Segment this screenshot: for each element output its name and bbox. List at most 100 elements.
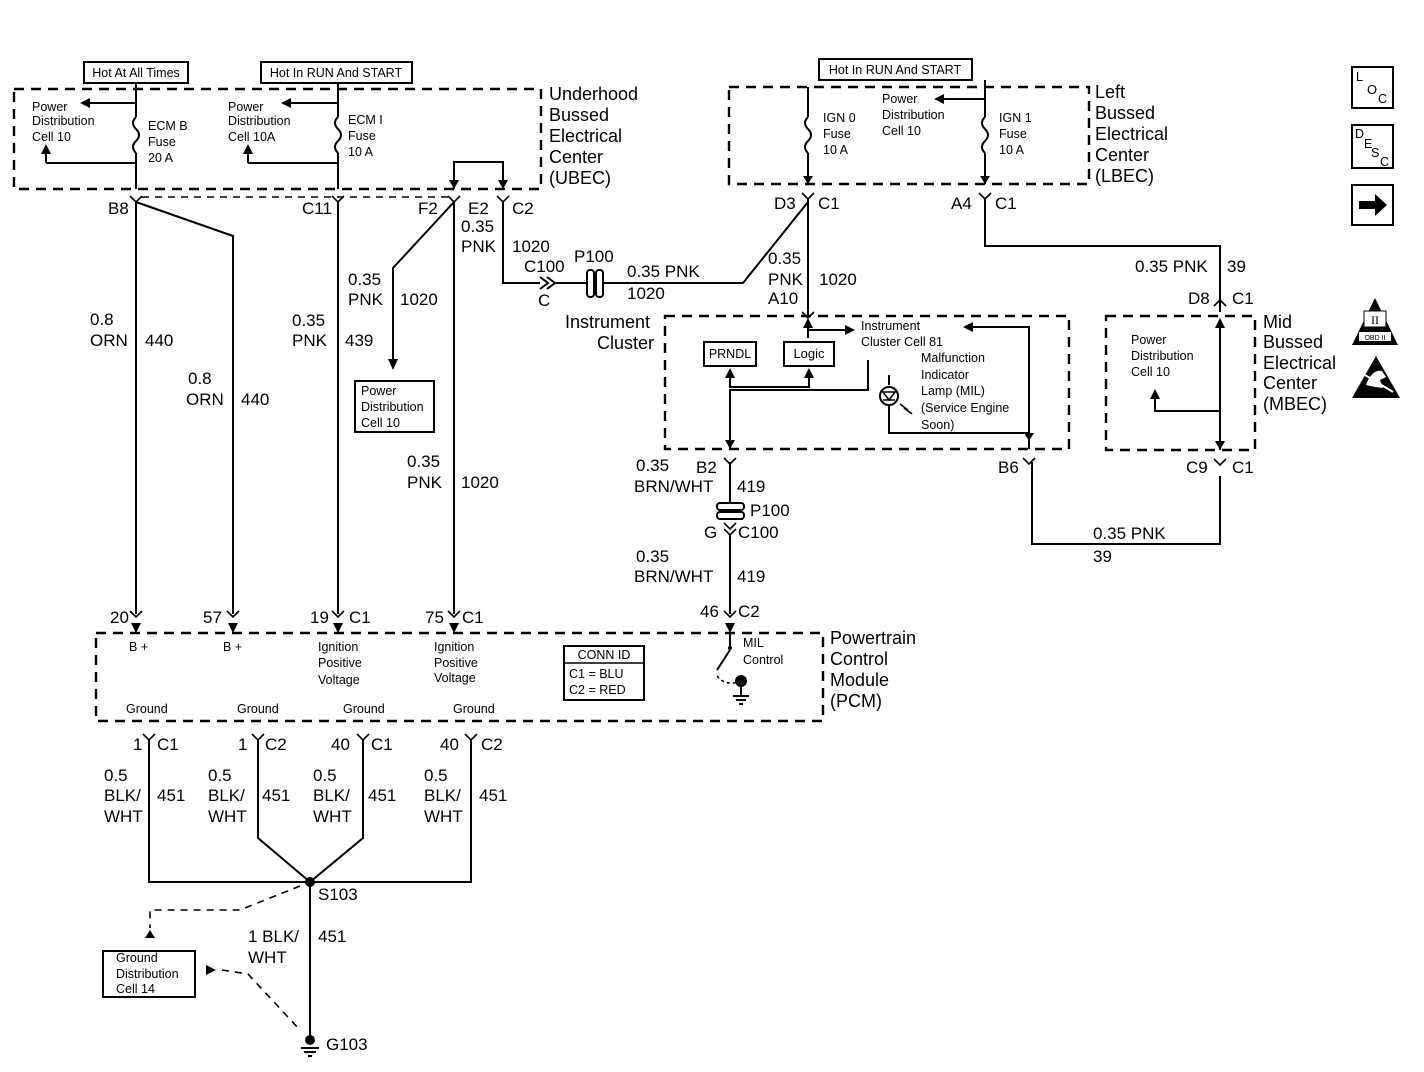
svg-text:Electrical: Electrical <box>549 126 622 146</box>
svg-text:WHT: WHT <box>104 807 143 826</box>
svg-text:B6: B6 <box>998 458 1019 477</box>
hot-label-2: Hot In RUN And START <box>260 61 413 84</box>
svg-text:451: 451 <box>262 786 290 805</box>
svg-text:D3: D3 <box>774 194 796 213</box>
hot-label-1: Hot At All Times <box>83 61 189 84</box>
svg-text:BLK/: BLK/ <box>313 786 350 805</box>
svg-text:Hot In RUN And START: Hot In RUN And START <box>829 63 962 77</box>
lbec-title: Left Bussed Electrical Center (LBEC) <box>1095 82 1168 186</box>
svg-text:Center: Center <box>1263 373 1317 393</box>
desc-icon[interactable]: D E S C <box>1351 124 1394 169</box>
svg-text:D8: D8 <box>1188 289 1210 308</box>
svg-text:0.35: 0.35 <box>407 452 440 471</box>
cluster-title: Instrument Cluster <box>565 312 654 353</box>
svg-text:Cell 10: Cell 10 <box>882 124 921 138</box>
svg-text:Powertrain: Powertrain <box>830 628 916 648</box>
svg-text:40: 40 <box>331 735 350 754</box>
svg-text:Fuse: Fuse <box>999 127 1027 141</box>
mil-lamp-icon <box>879 386 913 415</box>
svg-text:Bussed: Bussed <box>549 105 609 125</box>
prndl-box[interactable]: PRNDL <box>703 341 757 367</box>
svg-text:Distribution: Distribution <box>32 114 95 128</box>
ground-symbol-icon <box>301 1035 319 1057</box>
svg-text:Hot At All Times: Hot At All Times <box>92 66 180 80</box>
svg-text:C1: C1 <box>818 194 840 213</box>
wire-451-2 <box>257 740 311 883</box>
svg-text:B +: B + <box>223 640 242 654</box>
ground-distribution-box[interactable]: Ground Distribution Cell 14 <box>102 950 196 998</box>
svg-text:Mid: Mid <box>1263 312 1292 332</box>
svg-text:C1: C1 <box>1232 458 1254 477</box>
svg-text:Electrical: Electrical <box>1263 353 1336 373</box>
svg-text:75: 75 <box>425 608 444 627</box>
svg-text:P100: P100 <box>574 247 614 266</box>
svg-text:A10: A10 <box>768 289 798 308</box>
svg-text:BLK/: BLK/ <box>208 786 245 805</box>
svg-text:Lamp (MIL): Lamp (MIL) <box>921 384 985 398</box>
svg-text:0.35 PNK: 0.35 PNK <box>1093 524 1166 543</box>
svg-text:MIL: MIL <box>743 636 764 650</box>
svg-text:0.35: 0.35 <box>636 456 669 475</box>
svg-text:Left: Left <box>1095 82 1125 102</box>
svg-text:Bussed: Bussed <box>1095 103 1155 123</box>
svg-text:(Service Engine: (Service Engine <box>921 401 1009 415</box>
esd-warning-icon <box>1352 356 1400 398</box>
svg-text:E: E <box>1364 137 1372 151</box>
svg-text:PNK: PNK <box>407 473 443 492</box>
svg-text:B8: B8 <box>108 199 129 218</box>
svg-text:BLK/: BLK/ <box>104 786 141 805</box>
svg-text:Fuse: Fuse <box>348 129 376 143</box>
svg-text:PRNDL: PRNDL <box>709 347 751 361</box>
svg-text:Instrument: Instrument <box>861 319 921 333</box>
svg-text:C2: C2 <box>481 735 503 754</box>
svg-text:C1: C1 <box>157 735 179 754</box>
p100-connector-icon <box>586 269 604 298</box>
svg-text:C2: C2 <box>738 602 760 621</box>
pd-cell-10-box[interactable]: Power Distribution Cell 10 <box>354 380 435 433</box>
ign0-fuse-icon <box>804 116 812 154</box>
lbec-pins: D3 C1 A4 C1 <box>774 194 1017 213</box>
svg-text:0.5: 0.5 <box>424 766 448 785</box>
svg-text:Center: Center <box>1095 145 1149 165</box>
wire-451-4 <box>310 740 472 883</box>
svg-text:Power: Power <box>882 92 917 106</box>
logic-box[interactable]: Logic <box>783 341 835 367</box>
svg-text:1020: 1020 <box>400 290 438 309</box>
next-arrow-icon[interactable] <box>1351 184 1394 226</box>
ubec-pd-label-2: Power Distribution Cell 10A <box>228 100 291 144</box>
svg-text:40: 40 <box>440 735 459 754</box>
svg-text:Logic: Logic <box>793 346 825 361</box>
svg-text:C1: C1 <box>1232 289 1254 308</box>
svg-text:(MBEC): (MBEC) <box>1263 394 1327 414</box>
svg-text:Distribution: Distribution <box>361 400 424 414</box>
svg-text:Distribution: Distribution <box>228 114 291 128</box>
svg-text:PNK: PNK <box>348 290 384 309</box>
loc-icon[interactable]: L O C <box>1351 66 1394 109</box>
svg-text:C100: C100 <box>738 523 779 542</box>
ign1-fuse-label: IGN 1 Fuse 10 A <box>999 111 1032 157</box>
svg-text:Soon): Soon) <box>921 418 954 432</box>
svg-text:19: 19 <box>310 608 329 627</box>
svg-text:440: 440 <box>241 390 269 409</box>
svg-text:IGN 0: IGN 0 <box>823 111 856 125</box>
svg-text:Control: Control <box>830 649 888 669</box>
svg-text:Cell 14: Cell 14 <box>116 982 155 996</box>
svg-text:Voltage: Voltage <box>434 671 476 685</box>
svg-text:E2: E2 <box>468 199 489 218</box>
svg-text:439: 439 <box>345 331 373 350</box>
ubec-title: Underhood Bussed Electrical Center (UBEC… <box>549 84 638 188</box>
svg-text:PNK: PNK <box>768 270 804 289</box>
svg-text:419: 419 <box>737 567 765 586</box>
wire-451-1 <box>148 740 310 883</box>
pcm-ign-label-2: Ignition Positive Voltage <box>434 640 478 685</box>
svg-text:C1: C1 <box>371 735 393 754</box>
svg-text:0.35: 0.35 <box>768 249 801 268</box>
svg-text:1: 1 <box>238 735 247 754</box>
svg-text:Power: Power <box>228 100 263 114</box>
svg-text:Distribution: Distribution <box>116 967 179 981</box>
svg-text:G: G <box>704 523 717 542</box>
svg-text:0.35: 0.35 <box>461 217 494 236</box>
svg-text:G103: G103 <box>326 1035 368 1054</box>
svg-text:0.35: 0.35 <box>636 547 669 566</box>
